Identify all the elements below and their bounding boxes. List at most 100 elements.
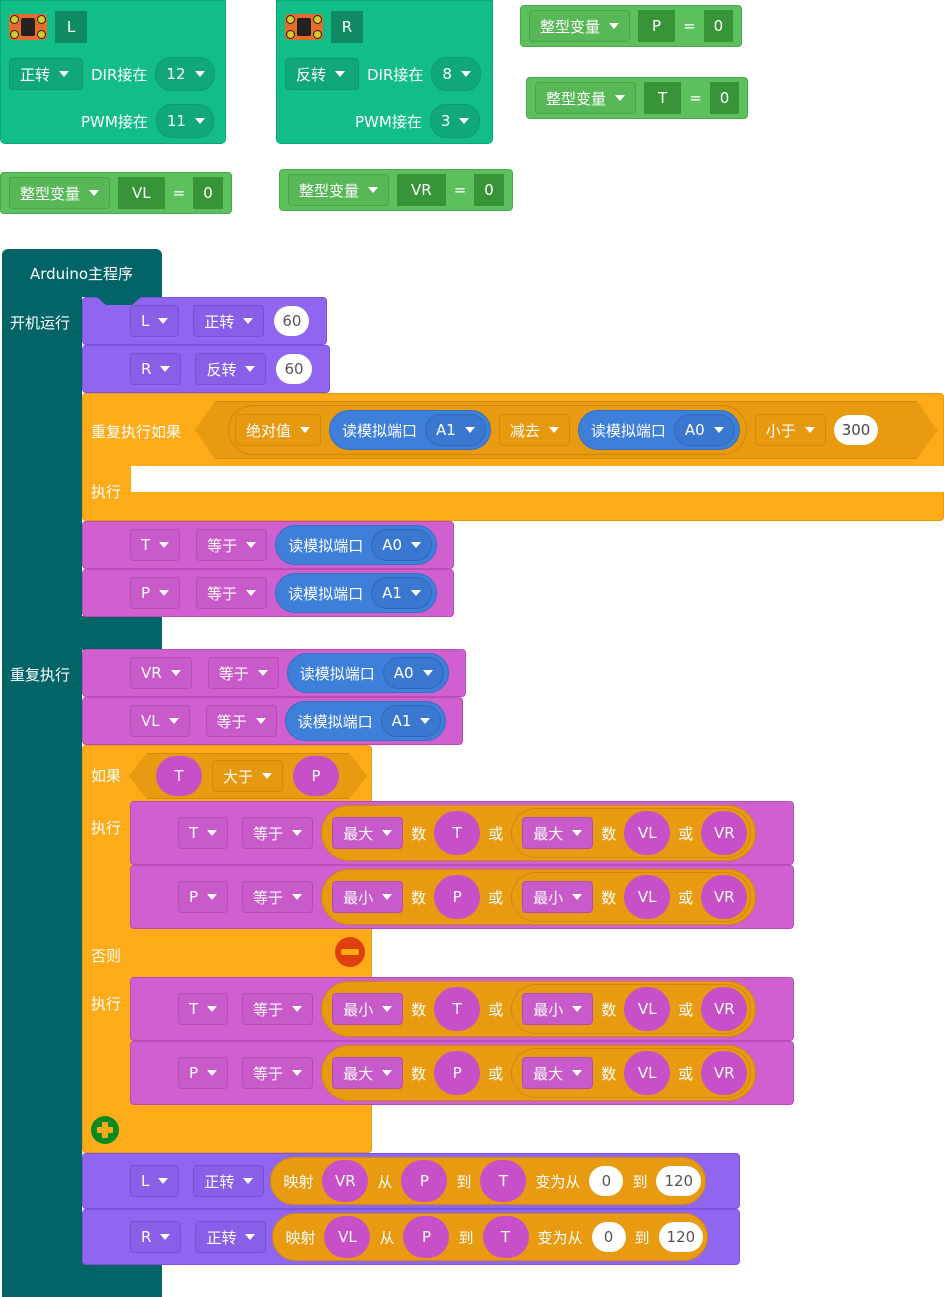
variable-reporter[interactable]: VL xyxy=(624,875,671,919)
pin-dropdown[interactable]: A1 xyxy=(380,705,442,737)
speed-input[interactable]: 60 xyxy=(276,354,312,384)
direction-dropdown[interactable]: 正转 xyxy=(9,58,83,90)
var-type-dropdown[interactable]: 整型变量 xyxy=(535,82,637,114)
variable-dropdown[interactable]: P xyxy=(178,1057,229,1089)
min-max-dropdown[interactable]: 最小 xyxy=(522,993,594,1025)
operator-dropdown[interactable]: 减去 xyxy=(499,414,570,446)
min-max-dropdown[interactable]: 最小 xyxy=(522,881,594,913)
var-decl-VL[interactable]: 整型变量 VL = 0 xyxy=(0,172,232,214)
var-decl-T[interactable]: 整型变量 T = 0 xyxy=(526,77,749,119)
pin-dropdown[interactable]: A0 xyxy=(382,657,444,689)
pwm-pin-dropdown[interactable]: 3 xyxy=(429,104,480,138)
direction-dropdown[interactable]: 正转 xyxy=(195,1221,267,1253)
variable-reporter[interactable]: P xyxy=(401,1160,448,1202)
variable-dropdown[interactable]: T xyxy=(178,817,229,849)
variable-reporter[interactable]: VR xyxy=(322,1160,369,1202)
min-max-dropdown[interactable]: 最大 xyxy=(522,1057,594,1089)
var-name[interactable]: VL xyxy=(118,177,165,209)
min-max-dropdown[interactable]: 最大 xyxy=(332,1057,404,1089)
min-max-dropdown[interactable]: 最小 xyxy=(332,993,404,1025)
variable-reporter[interactable]: T xyxy=(156,756,202,796)
variable-reporter[interactable]: P xyxy=(434,1051,481,1095)
var-value[interactable]: 0 xyxy=(474,174,504,206)
main-program-block[interactable]: Arduino主程序 xyxy=(2,249,162,297)
variable-reporter[interactable]: VL xyxy=(324,1216,371,1258)
pwm-pin-dropdown[interactable]: 11 xyxy=(155,104,214,138)
direction-dropdown[interactable]: 正转 xyxy=(193,1165,265,1197)
abs-dropdown[interactable]: 绝对值 xyxy=(235,414,321,446)
variable-reporter[interactable]: T xyxy=(434,811,481,855)
variable-reporter[interactable]: P xyxy=(293,756,339,796)
variable-dropdown[interactable]: T xyxy=(130,529,181,561)
var-value[interactable]: 0 xyxy=(193,177,223,209)
compare-dropdown[interactable]: 大于 xyxy=(212,760,283,792)
out-high-input[interactable]: 120 xyxy=(656,1166,702,1196)
variable-reporter[interactable]: VL xyxy=(624,987,671,1031)
variable-reporter[interactable]: P xyxy=(434,875,481,919)
min-max-dropdown[interactable]: 最大 xyxy=(522,817,594,849)
variable-reporter[interactable]: T xyxy=(480,1160,527,1202)
assign-dropdown[interactable]: 等于 xyxy=(242,993,314,1025)
variable-reporter[interactable]: T xyxy=(482,1216,529,1258)
var-name[interactable]: P xyxy=(638,10,676,42)
pin-dropdown[interactable]: A1 xyxy=(425,414,486,446)
var-value[interactable]: 0 xyxy=(709,82,740,114)
assign-dropdown[interactable]: 等于 xyxy=(196,529,268,561)
compare-dropdown[interactable]: 小于 xyxy=(755,414,826,446)
var-type-dropdown[interactable]: 整型变量 xyxy=(529,10,631,42)
min-max-dropdown[interactable]: 最大 xyxy=(332,817,404,849)
variable-dropdown[interactable]: T xyxy=(178,993,229,1025)
condition-hexagon[interactable]: T 大于 P xyxy=(129,753,367,799)
assign-dropdown[interactable]: 等于 xyxy=(242,1057,314,1089)
motor-name[interactable]: R xyxy=(331,11,363,43)
motor-select-dropdown[interactable]: R xyxy=(130,353,182,385)
direction-dropdown[interactable]: 正转 xyxy=(193,305,265,337)
motor-run-block[interactable]: L 正转 60 xyxy=(82,297,327,345)
dir-pin-dropdown[interactable]: 8 xyxy=(431,57,482,91)
assign-dropdown[interactable]: 等于 xyxy=(242,817,314,849)
speed-input[interactable]: 60 xyxy=(274,306,310,336)
dir-pin-dropdown[interactable]: 12 xyxy=(155,57,216,91)
motor-name[interactable]: L xyxy=(55,11,87,43)
variable-reporter[interactable]: VR xyxy=(701,987,748,1031)
pin-dropdown[interactable]: A0 xyxy=(674,414,735,446)
threshold-input[interactable]: 300 xyxy=(834,415,879,445)
assign-dropdown[interactable]: 等于 xyxy=(207,657,279,689)
assign-dropdown[interactable]: 等于 xyxy=(205,705,277,737)
out-low-input[interactable]: 0 xyxy=(589,1166,624,1196)
var-name[interactable]: T xyxy=(644,82,682,114)
variable-reporter[interactable]: VR xyxy=(701,1051,748,1095)
motor-init-block-R[interactable]: R 反转 DIR接在 8 PWM接在 3 xyxy=(276,0,493,144)
variable-dropdown[interactable]: P xyxy=(130,577,181,609)
variable-reporter[interactable]: VL xyxy=(624,1051,671,1095)
variable-dropdown[interactable]: VR xyxy=(130,657,192,689)
variable-dropdown[interactable]: P xyxy=(178,881,229,913)
variable-reporter[interactable]: T xyxy=(434,987,481,1031)
var-type-dropdown[interactable]: 整型变量 xyxy=(9,177,111,209)
variable-reporter[interactable]: VR xyxy=(701,811,748,855)
var-value[interactable]: 0 xyxy=(703,10,734,42)
variable-dropdown[interactable]: VL xyxy=(130,705,190,737)
assign-dropdown[interactable]: 等于 xyxy=(196,577,268,609)
